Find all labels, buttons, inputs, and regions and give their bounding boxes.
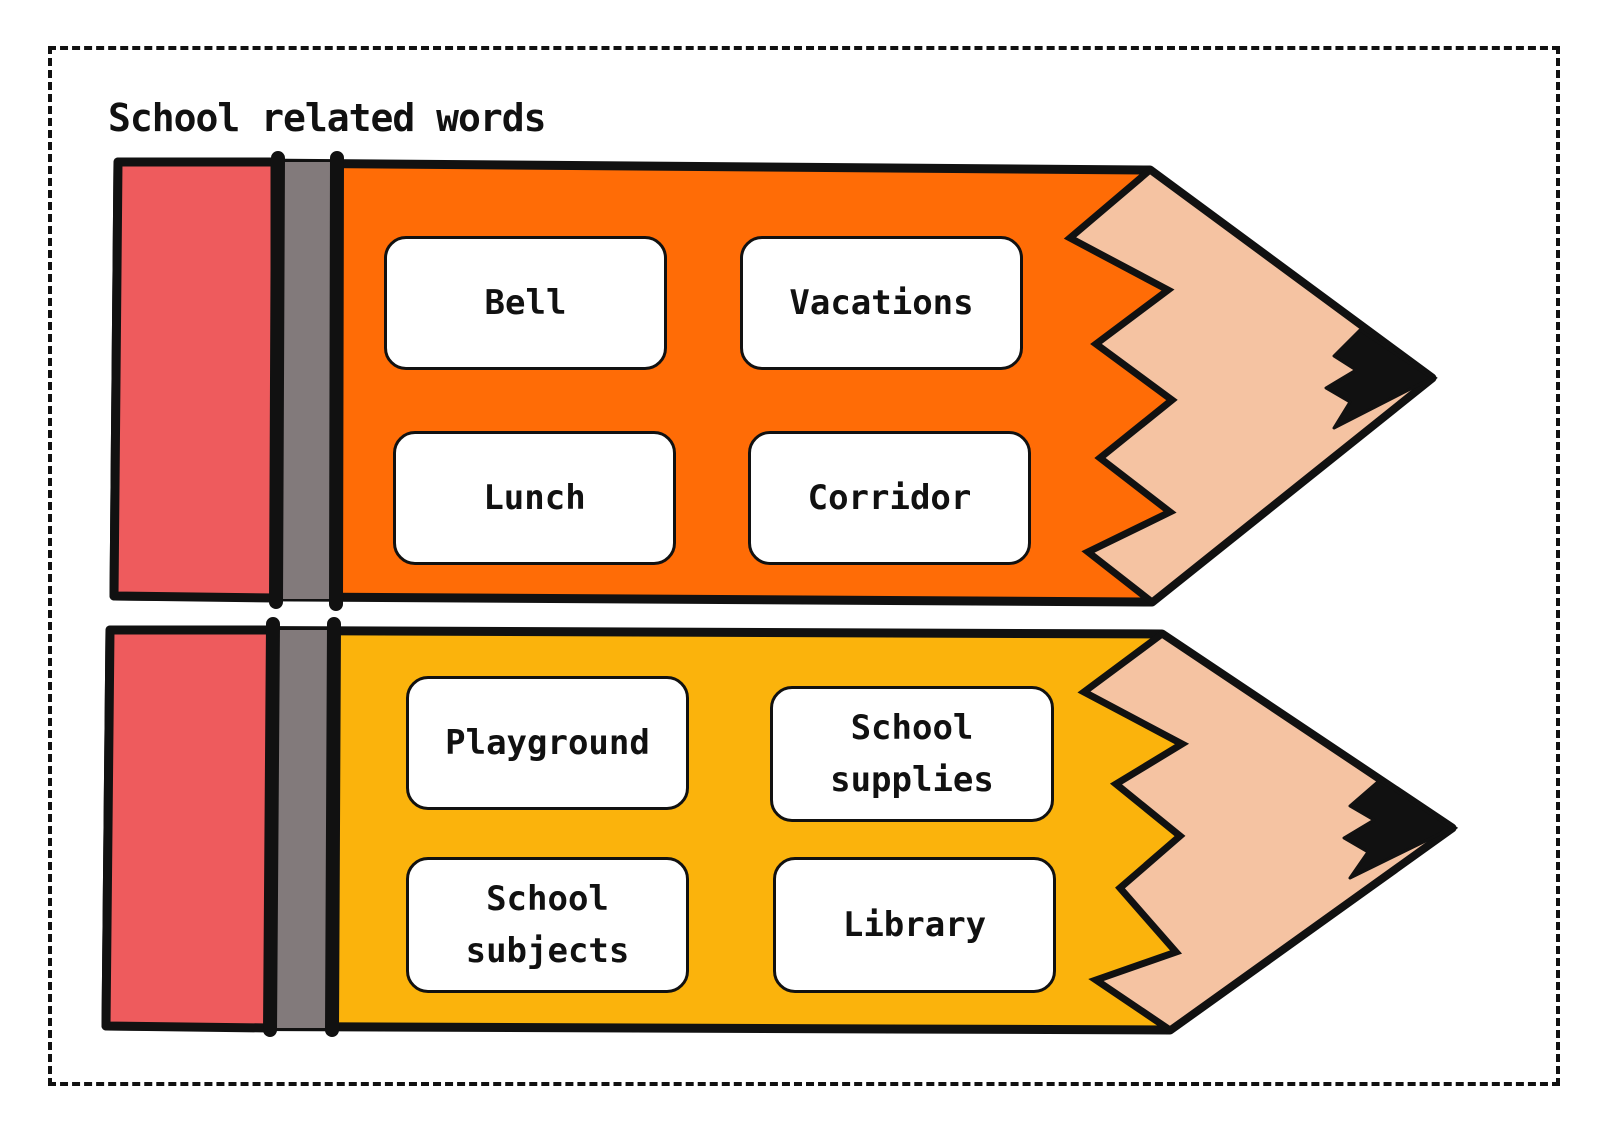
worksheet-title: School related words <box>108 96 547 140</box>
word-card-school-subjects: School subjects <box>406 857 689 993</box>
word-card-vacations: Vacations <box>740 236 1023 370</box>
pencil-2-wood-tip <box>1077 629 1459 1035</box>
dashed-border <box>48 46 1560 1086</box>
pencil-2-eraser <box>101 625 277 1033</box>
word-card-bell: Bell <box>384 236 667 370</box>
word-card-library: Library <box>773 857 1056 993</box>
word-card-corridor: Corridor <box>748 431 1031 565</box>
pencil-1-eraser <box>109 157 280 603</box>
pencil-1-ferrule <box>275 162 337 599</box>
word-card-school-supplies: School supplies <box>770 686 1054 822</box>
pencil-1-wood-tip <box>1063 165 1438 607</box>
word-card-lunch: Lunch <box>393 431 676 565</box>
pencil-2-lead <box>1342 778 1454 880</box>
word-card-playground: Playground <box>406 676 689 810</box>
pencil-1-lead <box>1324 328 1434 430</box>
pencil-2-ferrule <box>272 630 332 1028</box>
